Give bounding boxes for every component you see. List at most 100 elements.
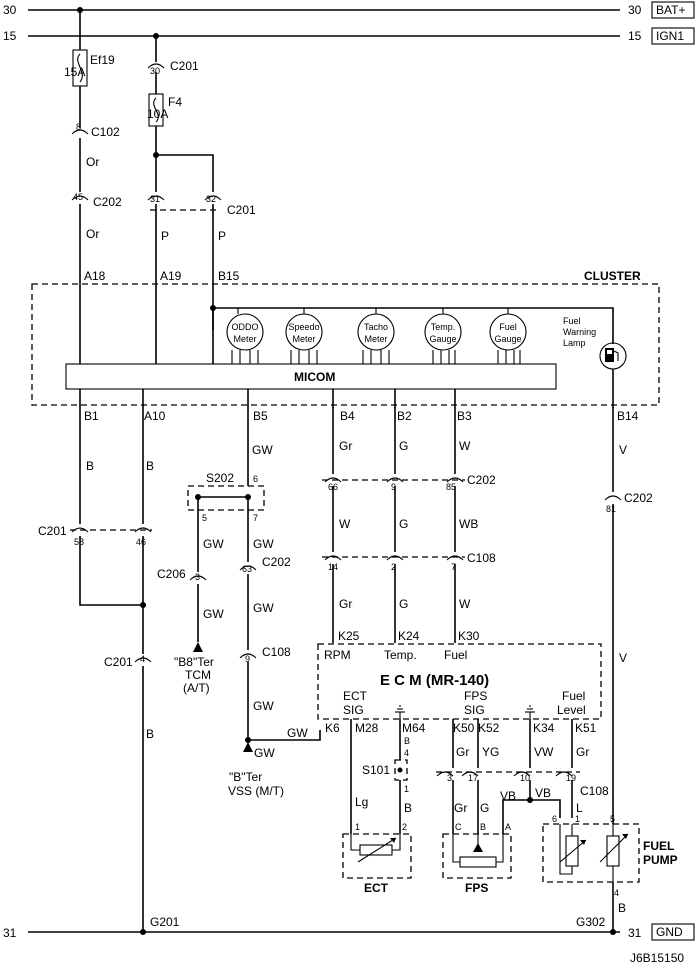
c102-pin: 8 (76, 122, 81, 132)
bat-feed-circuit: Ef19 15A 8 C102 Or 45 C202 Or A18 (64, 7, 122, 364)
c202-pin-85: 85 (446, 482, 456, 492)
lamp-label: Lamp (563, 338, 586, 348)
pin-b3: B3 (457, 409, 472, 423)
wire-vb-1: VB (500, 789, 516, 803)
vss-label-2: VSS (M/T) (228, 784, 284, 798)
c206-pin-3: 3 (195, 572, 200, 582)
ign-rail-label: IGN1 (656, 29, 684, 43)
c108-pin-9: 9 (245, 654, 250, 664)
bat-rail-label: BAT+ (656, 3, 685, 17)
c201-pin-32: 32 (206, 194, 216, 204)
wire-v-2: V (619, 651, 627, 665)
ecm-rpm-label: RPM (324, 648, 351, 662)
fuel-pump-circuit: 6 1 5 FUEL PUMP 4 B G302 (542, 814, 678, 935)
ecm-fps-label: FPS (464, 689, 487, 703)
pump-pin-4: 4 (614, 888, 619, 898)
s202-pin-7: 7 (253, 513, 258, 523)
tacho-meter: Tacho Meter (357, 313, 395, 364)
tcm-label-3: (A/T) (183, 681, 210, 695)
gauge-label: Meter (364, 334, 387, 344)
wire-gw-8: GW (254, 746, 275, 760)
ef19-rating: 15A (64, 65, 85, 79)
s101-pin-4: 4 (404, 748, 409, 758)
c201-label-lower: C201 (38, 524, 67, 538)
c201-pin-30: 30 (150, 66, 160, 76)
c108-pin-2: 2 (391, 562, 396, 572)
wire-yg: YG (482, 745, 499, 759)
g201-label: G201 (150, 915, 180, 929)
gauge-label: Meter (233, 334, 256, 344)
ecm-title: E C M (MR-140) (380, 672, 489, 689)
wire-gr-3: Gr (456, 745, 469, 759)
wire-gr-1: Gr (339, 439, 352, 453)
bat-rail-number: 30 (3, 3, 17, 17)
c108-label-bottom: C108 (580, 784, 609, 798)
diagram-code: J6B15150 (630, 951, 684, 965)
s101-splice (394, 759, 408, 781)
gnd-rail-number: 31 (3, 926, 17, 940)
pin-k52: K52 (478, 721, 500, 735)
c201-label-bottom: C201 (104, 655, 133, 669)
f4-rating: 10A (147, 107, 168, 121)
c108-pin-17: 17 (468, 773, 478, 783)
wire-gw-4: GW (253, 537, 274, 551)
ecm-ect-sig: SIG (343, 703, 364, 717)
wire-or-2: Or (86, 227, 99, 241)
pump-pin-6: 6 (552, 814, 557, 824)
pump-pin-1: 1 (575, 814, 580, 824)
vss-circuit: GW S202 6 5 7 GW C206 3 GW "B8"Ter TCM (… (157, 389, 321, 798)
bat-rail: 30 30 BAT+ (3, 1, 695, 19)
gauge-label: Tacho (364, 322, 388, 332)
c206-label: C206 (157, 567, 186, 581)
fps-circuit: Gr YG VW Gr 3 17 10 19 C108 Gr G VB VB L… (436, 719, 609, 895)
pin-b14: B14 (617, 409, 639, 423)
c108-label-right: C108 (467, 551, 496, 565)
gauge-label: Gauge (494, 334, 521, 344)
c201-pin-46: 46 (136, 537, 146, 547)
wire-g-2: G (399, 517, 408, 531)
c201-pin-31: 31 (150, 194, 160, 204)
pin-k24: K24 (398, 629, 420, 643)
wire-gw-3: GW (203, 607, 224, 621)
ecm-fuel-level-label: Fuel (562, 689, 585, 703)
wire-w-2: W (339, 517, 351, 531)
wire-l: L (576, 801, 583, 815)
pump-pin-5: 5 (610, 814, 615, 824)
wire-vw: VW (534, 745, 554, 759)
c201-pin-4: 4 (140, 654, 145, 664)
pin-m64: M64 (402, 721, 426, 735)
wire-w-3: W (459, 597, 471, 611)
wire-p-2: P (218, 229, 226, 243)
gauge-label: Temp. (431, 322, 456, 332)
g302-label: G302 (576, 915, 606, 929)
fps-sensor-label: FPS (465, 881, 488, 895)
cluster: CLUSTER MICOM ODDO Meter Speedo Meter Ta… (31, 269, 660, 492)
ign-rail-number: 15 (3, 29, 17, 43)
c108-pin-19: 19 (566, 773, 576, 783)
fps-sensor-box (442, 833, 512, 879)
fuel-level-circuit: V C202 81 V (604, 443, 653, 824)
f4-name: F4 (168, 95, 182, 109)
fuel-pump-icon (605, 348, 619, 362)
s101-label: S101 (362, 763, 390, 777)
wire-vb-2: VB (535, 786, 551, 800)
pin-b2: B2 (397, 409, 412, 423)
c108-pin-7: 7 (451, 562, 456, 572)
ect-resistor (359, 844, 393, 856)
fuel-pump-label-1: FUEL (643, 839, 674, 853)
speedo-meter: Speedo Meter (285, 313, 323, 364)
c202-label-right: C202 (467, 473, 496, 487)
c108-label-vss: C108 (262, 645, 291, 659)
wire-or-1: Or (86, 155, 99, 169)
pin-k34: K34 (533, 721, 555, 735)
pin-a10: A10 (144, 409, 166, 423)
fuel-pump-element (606, 835, 620, 867)
ground-circuit-b: B B C201 58 46 C201 4 B G201 (38, 389, 180, 935)
wire-gw-1: GW (252, 443, 273, 457)
tcm-label-2: TCM (185, 668, 211, 682)
ecm: K25 K24 K30 RPM Temp. Fuel E C M (MR-140… (317, 629, 602, 735)
gnd-rail-number-right: 31 (628, 926, 642, 940)
ign-rail: 15 15 IGN1 (3, 27, 695, 45)
fps-pin-b: B (480, 822, 486, 832)
ect-pin-2: 2 (402, 822, 407, 832)
